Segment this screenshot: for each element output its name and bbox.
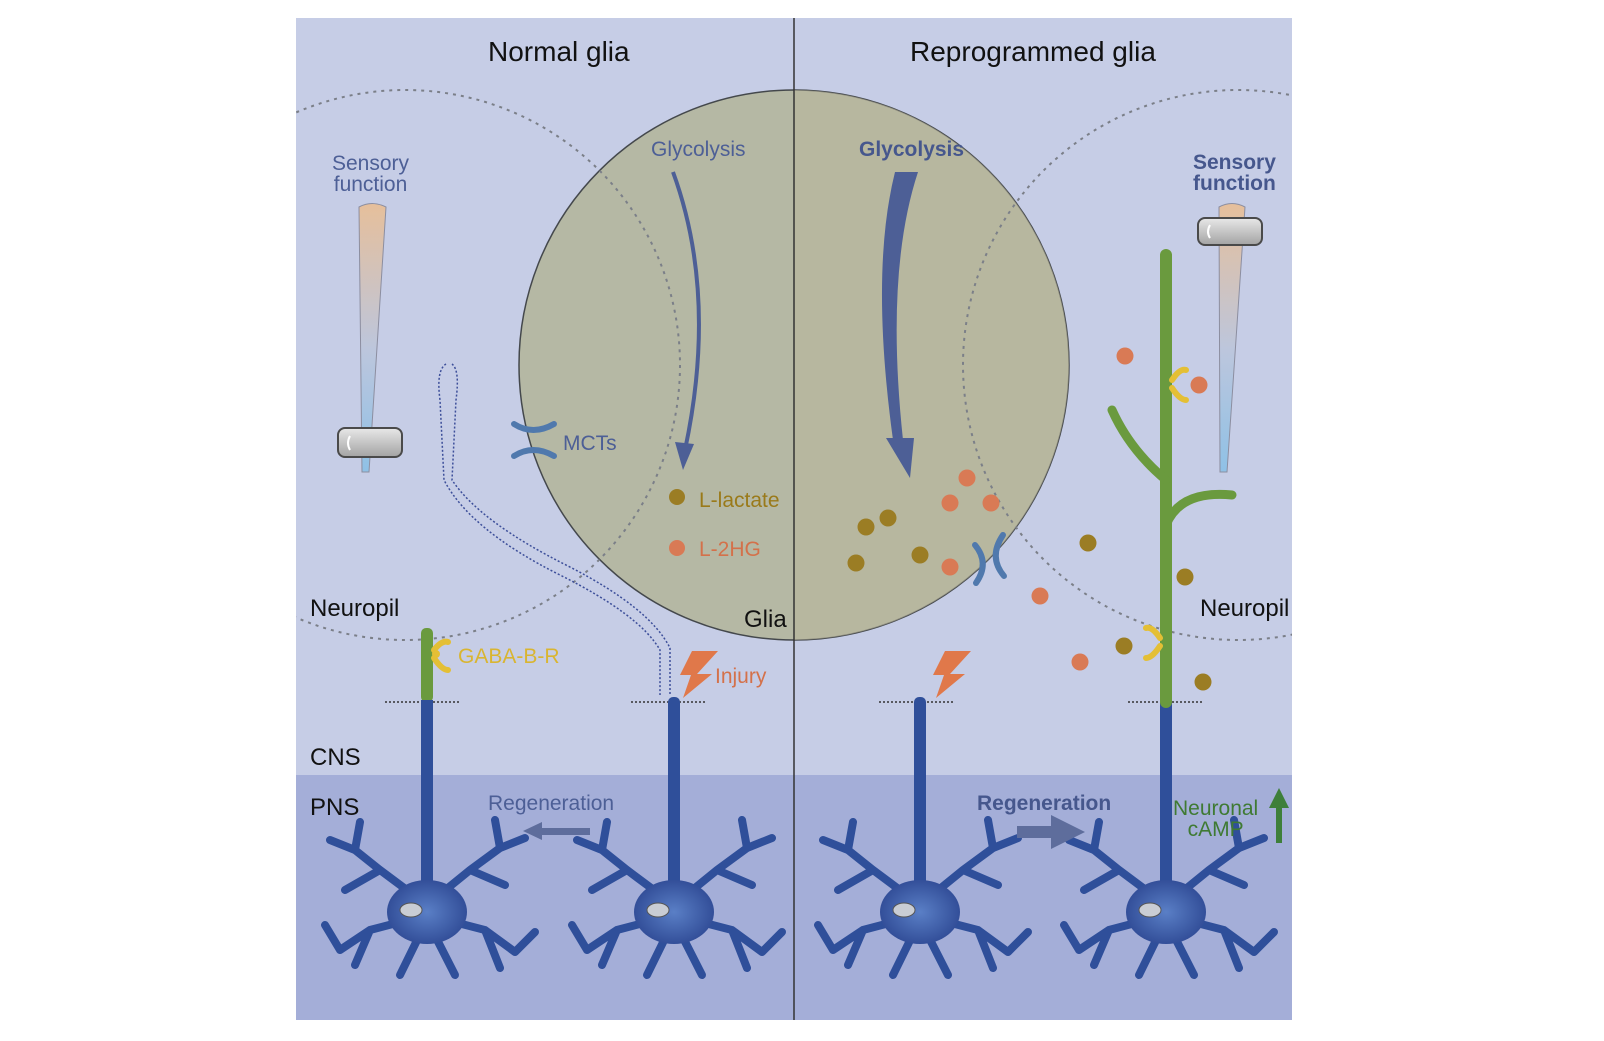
l-lactate-label: L-lactate [699, 489, 780, 512]
panel-title-left: Normal glia [488, 36, 630, 67]
panel-title-right: Reprogrammed glia [910, 36, 1156, 67]
l-2hg-dot [669, 540, 685, 556]
mcts-label: MCTs [563, 432, 617, 455]
mct-transporter-left [511, 421, 557, 459]
sensory-function-right-line1: Sensory [1193, 151, 1276, 174]
gaba-b-receptor-left [431, 638, 451, 673]
sensory-function-left-line1: Sensory [332, 152, 410, 175]
neuron-1 [321, 628, 539, 979]
neuropil-boundary-left [296, 89, 681, 641]
neuron-4 [1060, 700, 1278, 979]
l-lactate-dots [847, 509, 1212, 691]
sensory-function-label-right: Sensory function [1193, 152, 1276, 194]
regeneration-label-right: Regeneration [977, 792, 1112, 815]
neuronal-camp-line1: Neuronal [1173, 797, 1259, 820]
sensory-function-label-left: Sensory function [332, 153, 409, 195]
gaba-b-r-label: GABA-B-R [458, 645, 560, 668]
regenerated-axon [1107, 249, 1237, 708]
neuronal-camp-line2: cAMP [1187, 818, 1244, 841]
neuron-2 [568, 697, 786, 979]
injury-bolt-right [933, 651, 971, 698]
l-2hg-label: L-2HG [699, 538, 761, 561]
mct-transporter-right [972, 532, 1007, 586]
injury-bolt-left [680, 651, 718, 698]
sensory-function-left-line2: function [333, 173, 408, 196]
glycolysis-label-right: Glycolysis [859, 138, 965, 161]
sensory-sensillum-right [1197, 203, 1263, 473]
glycolysis-label-left: Glycolysis [651, 138, 746, 161]
neuropil-label-left: Neuropil [310, 595, 400, 622]
cns-label: CNS [310, 744, 361, 771]
gaba-b-receptor-right-lower [1143, 624, 1163, 661]
l-2hg-dots [941, 347, 1208, 671]
injury-label: Injury [715, 665, 767, 688]
regeneration-label-left: Regeneration [488, 792, 615, 815]
pns-label: PNS [310, 794, 360, 821]
neuronal-camp-label: Neuronal cAMP [1173, 798, 1258, 840]
neuropil-label-right: Neuropil [1200, 595, 1290, 622]
glycolysis-arrow-left [671, 171, 701, 470]
regeneration-arrow-right [1017, 815, 1085, 849]
gaba-b-receptor-right-upper [1169, 366, 1189, 403]
sensory-function-right-line2: function [1193, 172, 1276, 195]
l-lactate-dot [669, 489, 685, 505]
glia-label: Glia [744, 606, 787, 633]
sensory-sensillum-left [337, 203, 403, 473]
neuron-3 [814, 697, 1032, 979]
glycolysis-arrow-right [881, 172, 918, 478]
injured-axon-outline [438, 363, 671, 695]
camp-up-arrow [1269, 788, 1289, 843]
regeneration-arrow-left [523, 822, 590, 840]
